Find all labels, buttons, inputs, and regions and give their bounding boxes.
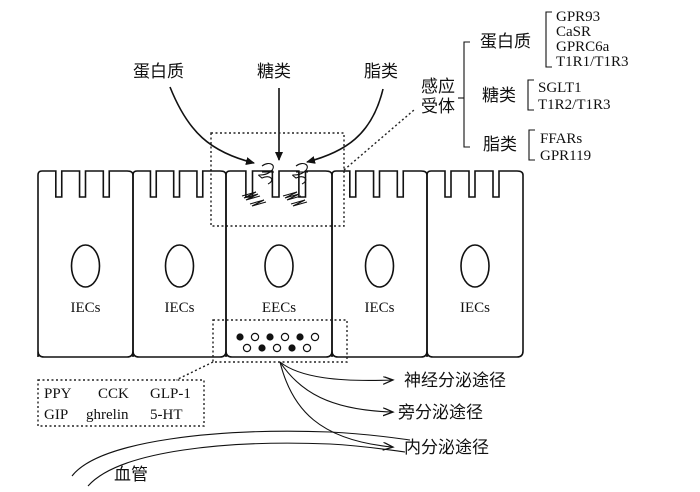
cell-label: IECs bbox=[460, 300, 490, 316]
lipid-arrow bbox=[306, 88, 384, 164]
cell-nucleus bbox=[70, 244, 101, 288]
hormone-ppy: PPY bbox=[44, 386, 72, 402]
epithelial-cells: IECs IECs EECs IECs IECs bbox=[37, 170, 524, 358]
endocrine-pathway-arrow bbox=[279, 361, 392, 447]
hormone-cck: CCK bbox=[98, 386, 129, 402]
group-sugar-label: 糖类 bbox=[482, 86, 516, 106]
receptor-label-line2: 受体 bbox=[421, 97, 455, 117]
sugar-brace bbox=[527, 79, 534, 111]
hormone-glp1: GLP-1 bbox=[150, 386, 191, 402]
blood-vessel-label: 血管 bbox=[114, 465, 148, 485]
cell-outline bbox=[225, 170, 333, 358]
cell-label: IECs bbox=[365, 300, 395, 316]
group-lipid-label: 脂类 bbox=[483, 135, 517, 155]
hormone-connector bbox=[175, 361, 214, 381]
pathway-neural-label: 神经分泌途径 bbox=[404, 371, 506, 391]
receptor-t1r2-t1r3: T1R2/T1R3 bbox=[538, 97, 611, 113]
cell-outline bbox=[426, 170, 524, 358]
paracrine-pathway-arrow bbox=[279, 361, 392, 412]
neural-pathway-arrow bbox=[279, 361, 392, 380]
blood-vessel-lower-wall bbox=[87, 442, 406, 487]
cell-outline bbox=[37, 170, 134, 358]
cell-1-iecs: IECs bbox=[37, 170, 134, 358]
cell-2-iecs: IECs bbox=[132, 170, 227, 358]
cell-3-eecs: EECs bbox=[225, 170, 333, 358]
cell-nucleus bbox=[460, 244, 490, 288]
receptor-gpr119: GPR119 bbox=[540, 148, 591, 164]
input-sugar-label: 糖类 bbox=[257, 62, 291, 82]
cell-label: IECs bbox=[71, 300, 101, 316]
cell-nucleus bbox=[264, 244, 294, 288]
pathway-endocrine-label: 内分泌途径 bbox=[404, 438, 489, 458]
cell-nucleus bbox=[364, 244, 395, 288]
pathway-paracrine-label: 旁分泌途径 bbox=[398, 403, 483, 423]
protein-arrow bbox=[169, 86, 255, 165]
receptor-zoom-connector bbox=[343, 109, 415, 171]
receptor-squiggles bbox=[241, 163, 308, 207]
secretory-granules bbox=[236, 332, 320, 353]
receptor-casr: CaSR bbox=[556, 24, 591, 40]
receptor-sglt1: SGLT1 bbox=[538, 80, 582, 96]
receptor-t1r1-t1r3: T1R1/T1R3 bbox=[556, 54, 629, 70]
receptor-ffars: FFARs bbox=[540, 131, 582, 147]
receptor-gprc6a: GPRC6a bbox=[556, 39, 610, 55]
input-lipid-label: 脂类 bbox=[364, 62, 398, 82]
input-protein-label: 蛋白质 bbox=[133, 62, 184, 82]
receptor-label-line1: 感应 bbox=[421, 77, 455, 97]
cell-5-iecs: IECs bbox=[426, 170, 524, 358]
cell-label: IECs bbox=[165, 300, 195, 316]
hormone-ghrelin: ghrelin bbox=[86, 407, 129, 423]
cell-4-iecs: IECs bbox=[331, 170, 428, 358]
receptor-main-brace bbox=[463, 41, 470, 148]
cell-label: EECs bbox=[262, 300, 296, 316]
cell-outline bbox=[331, 170, 428, 358]
hormone-box bbox=[37, 379, 205, 427]
receptor-zoom-box bbox=[210, 132, 345, 227]
blood-vessel-upper-wall bbox=[71, 430, 411, 477]
cell-nucleus bbox=[164, 244, 195, 288]
cell-outline bbox=[132, 170, 227, 358]
lipid-brace bbox=[528, 129, 535, 161]
protein-brace bbox=[545, 11, 552, 68]
granule-zoom-box bbox=[212, 319, 348, 363]
group-protein-label: 蛋白质 bbox=[480, 32, 531, 52]
hormone-gip: GIP bbox=[44, 407, 68, 423]
hormone-5ht: 5-HT bbox=[150, 407, 183, 423]
receptor-gpr93: GPR93 bbox=[556, 9, 600, 25]
